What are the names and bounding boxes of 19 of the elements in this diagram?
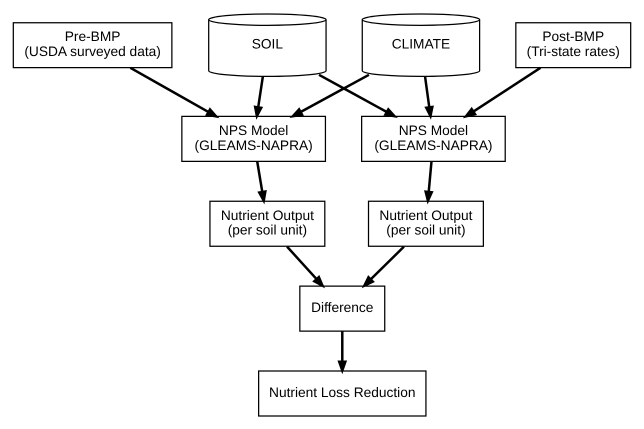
node-box: Nutrient Output (per soil unit): [209, 200, 326, 246]
arrow: [462, 66, 542, 118]
arrow: [290, 73, 370, 118]
arrow: [318, 73, 398, 118]
arrow: [130, 66, 220, 118]
arrow: [286, 245, 326, 288]
node-box: Nutrient Output (per soil unit): [368, 200, 484, 246]
node-box: Pre-BMP (USDA surveyed data): [12, 22, 172, 68]
arrow: [424, 161, 434, 204]
arrow: [256, 161, 267, 204]
node-box: Post-BMP (Tri-state rates): [515, 22, 632, 68]
arrow: [337, 331, 348, 374]
node-box: NPS Model (GLEAMS-NAPRA): [361, 115, 506, 162]
node-box: NPS Model (GLEAMS-NAPRA): [181, 115, 326, 162]
arrow: [254, 76, 264, 120]
arrow: [424, 76, 434, 120]
arrow: [362, 245, 405, 288]
node-box: Nutrient Loss Reduction: [258, 370, 427, 416]
node-box: Difference: [299, 285, 386, 332]
